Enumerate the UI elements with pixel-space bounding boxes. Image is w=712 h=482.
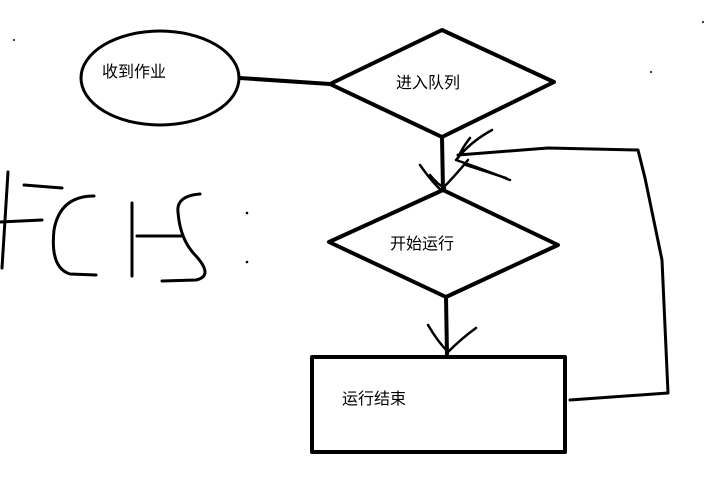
run-finished-label: 运行结束: [342, 389, 406, 408]
start-run-label: 开始运行: [390, 234, 454, 253]
enqueue-label: 进入队列: [396, 73, 460, 92]
node-receive-job: 收到作业: [79, 29, 241, 127]
handwritten-letter-f: [0, 170, 64, 270]
edge-finish-to-enqueue: [454, 128, 670, 402]
edge-receive-to-enqueue: [238, 76, 332, 86]
node-start-run: 开始运行: [327, 188, 560, 299]
edge-start-to-finish-line: [444, 295, 449, 358]
handwritten-letter-s: [160, 192, 207, 283]
run-finished-rect: [310, 355, 567, 454]
node-run-finished: 运行结束: [310, 355, 567, 454]
handwritten-letter-c: [51, 194, 98, 277]
loop-back-line: [456, 146, 670, 402]
handwritten-fcfs-note: [0, 170, 207, 283]
node-enqueue: 进入队列: [328, 28, 556, 139]
edge-enqueue-to-start: [418, 135, 470, 192]
edge-enqueue-to-start-line: [440, 135, 445, 192]
arrowhead-scribble: [454, 128, 512, 182]
arrowhead-scribble: [426, 323, 478, 354]
edge-start-to-finish: [426, 295, 478, 358]
handwritten-letter-f: [130, 201, 184, 278]
receive-job-label: 收到作业: [102, 62, 166, 81]
stray-specks: [13, 21, 704, 264]
